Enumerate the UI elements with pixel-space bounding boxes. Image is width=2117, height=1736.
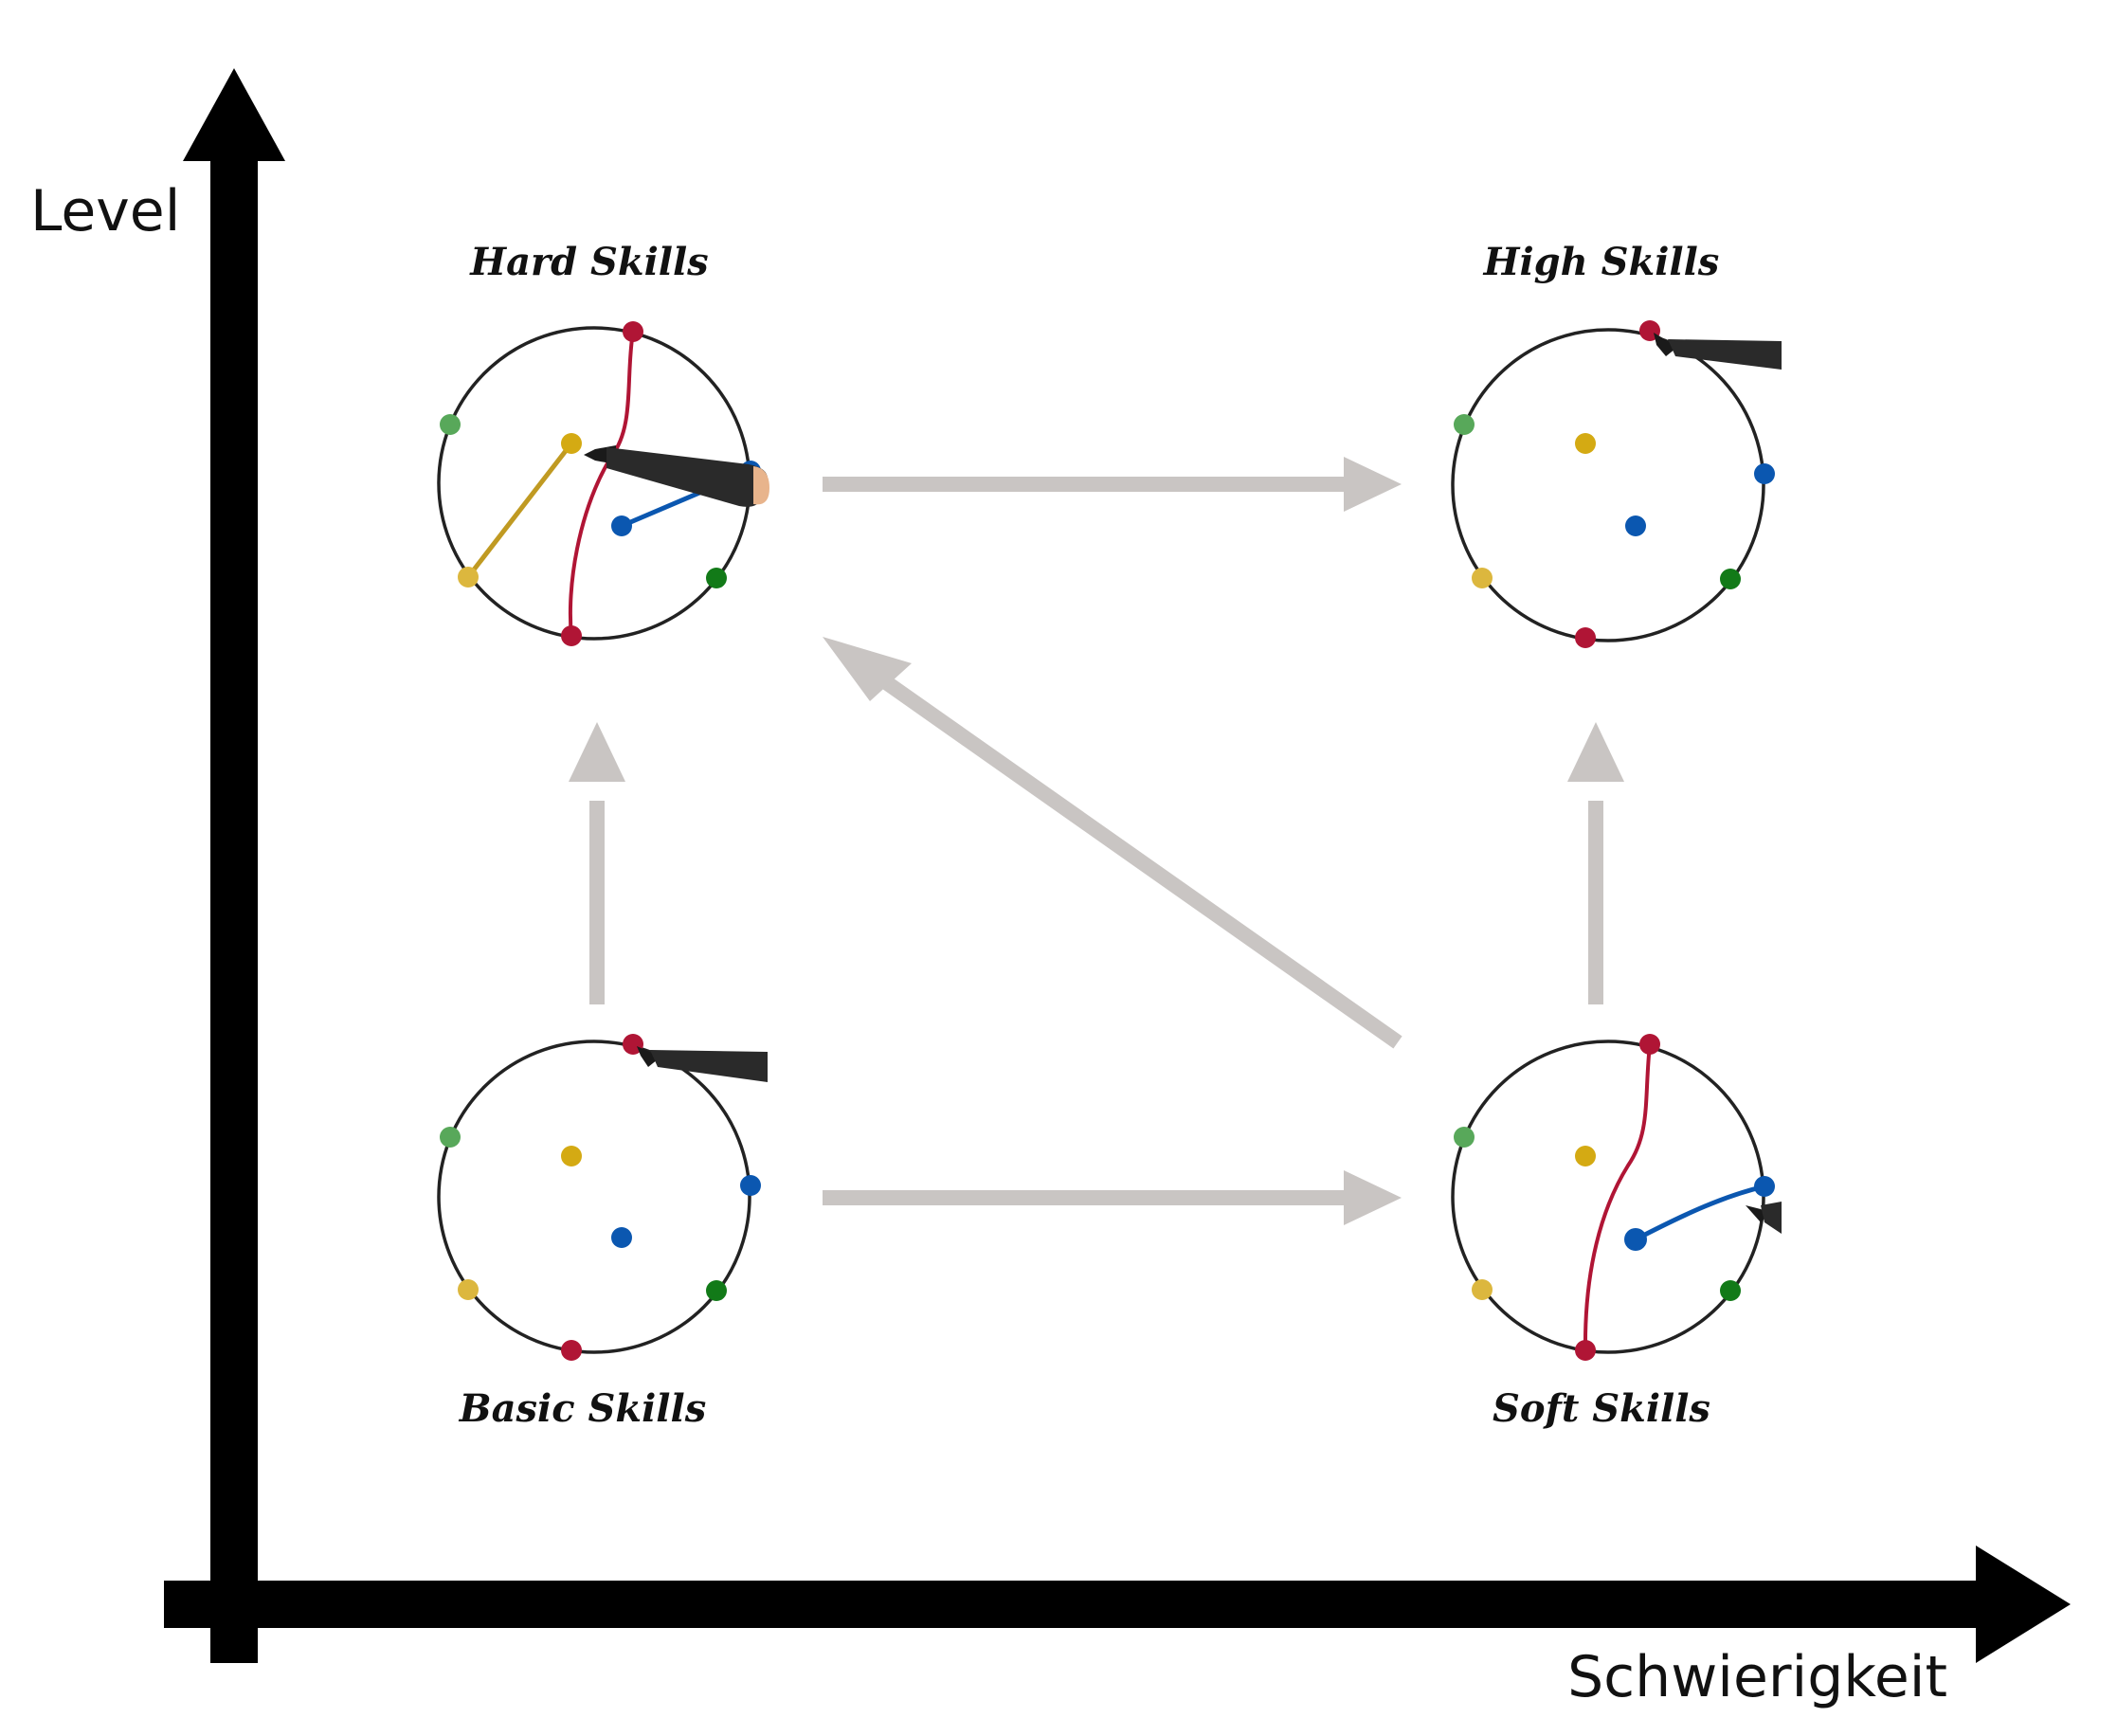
yellow-dot (1575, 433, 1596, 454)
high-skills-diagram (1451, 320, 1782, 648)
y-axis-arrowhead (183, 68, 285, 161)
light-yellow-dot (1472, 568, 1493, 588)
red-dot (561, 1340, 582, 1361)
flow-arrow-soft-to-high (1567, 722, 1624, 1004)
blue-dot (611, 1227, 632, 1248)
y-axis-label: Level (30, 178, 180, 244)
light-green-dot (1454, 414, 1475, 435)
light-green-dot (1454, 1127, 1475, 1148)
marker-pen-icon (584, 445, 769, 507)
yellow-dot (1575, 1146, 1596, 1166)
red-stroke (568, 331, 635, 637)
blue-dot (1754, 1176, 1775, 1197)
red-dot (1575, 1340, 1596, 1361)
blue-dot (611, 515, 632, 536)
skill-circle (1451, 1040, 1765, 1354)
blue-stroke (1634, 1184, 1765, 1242)
blue-dot (1625, 515, 1646, 536)
flow-arrow-basic-to-hard (569, 722, 625, 1004)
soft-skills-diagram (1451, 1034, 1782, 1361)
x-axis-label: Schwierigkeit (1567, 1644, 1947, 1710)
red-dot (1639, 1034, 1660, 1055)
flow-arrow-soft-to-hard (823, 637, 1402, 1049)
marker-pen-icon (1654, 333, 1782, 370)
light-yellow-dot (1472, 1279, 1493, 1300)
dark-green-dot (1720, 1280, 1741, 1301)
hard-skills-label: Hard Skills (469, 240, 708, 284)
blue-dot (740, 1175, 761, 1196)
marker-pen-icon (637, 1046, 768, 1082)
yellow-dot (561, 433, 582, 454)
blue-dot (1624, 1228, 1647, 1251)
soft-skills-label: Soft Skills (1493, 1386, 1710, 1431)
basic-skills-diagram (437, 1034, 768, 1361)
high-skills-label: High Skills (1483, 240, 1720, 284)
light-yellow-dot (458, 1279, 479, 1300)
dark-green-dot (706, 1280, 727, 1301)
skill-circle (1451, 328, 1765, 642)
marker-pen-icon (1746, 1202, 1782, 1234)
flow-arrow-hard-to-high (823, 457, 1402, 512)
light-green-dot (440, 414, 461, 435)
dark-green-dot (706, 568, 727, 588)
yellow-stroke (466, 442, 573, 579)
y-axis (183, 68, 285, 1663)
dark-green-dot (1720, 569, 1741, 589)
yellow-dot (561, 1146, 582, 1166)
red-stroke (1583, 1043, 1652, 1351)
x-axis (164, 1546, 2071, 1663)
light-yellow-dot (458, 567, 479, 588)
hard-skills-diagram (437, 321, 769, 646)
light-green-dot (440, 1127, 461, 1148)
skill-circle (437, 1040, 751, 1354)
red-dot (623, 321, 643, 342)
red-dot (561, 625, 582, 646)
red-dot (1575, 627, 1596, 648)
x-axis-arrowhead (1976, 1546, 2071, 1663)
blue-dot (1754, 463, 1775, 484)
basic-skills-label: Basic Skills (459, 1386, 706, 1431)
flow-arrow-basic-to-soft (823, 1170, 1402, 1225)
